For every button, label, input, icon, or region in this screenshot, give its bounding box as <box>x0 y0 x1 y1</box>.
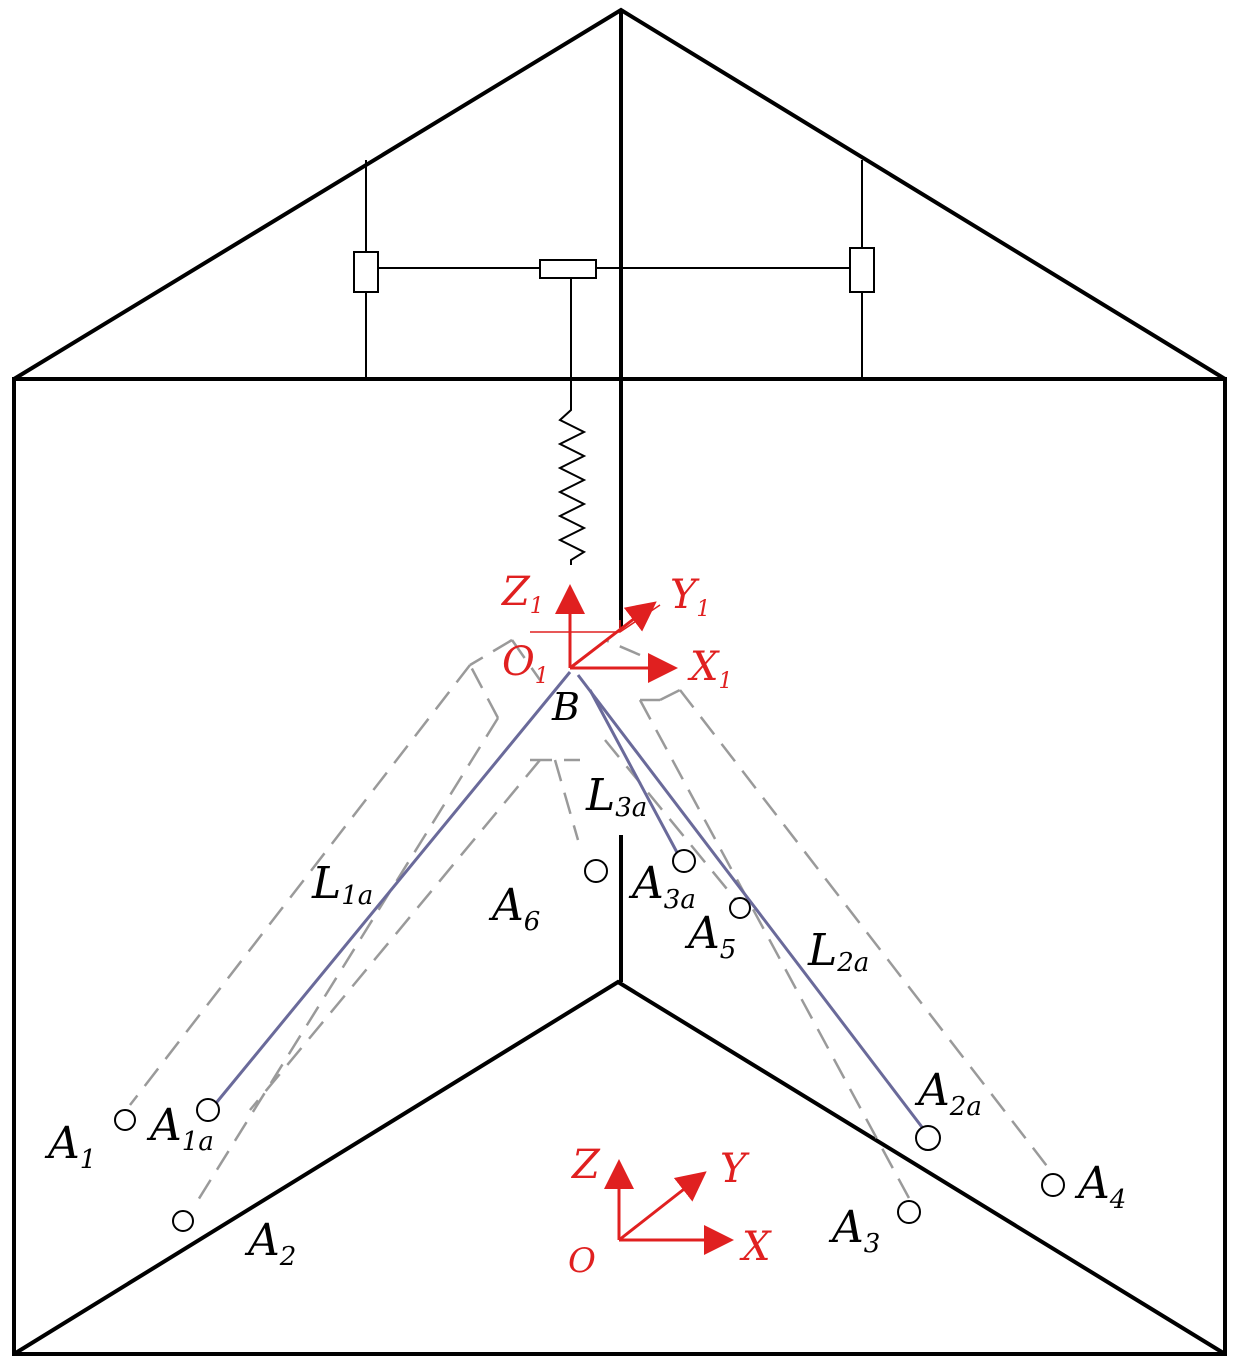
label-L3a-sub: 3a <box>615 793 647 823</box>
svg-text:X1: X1 <box>687 644 732 694</box>
label-Y: Y <box>720 1146 750 1192</box>
anchor-A2a <box>915 1125 941 1151</box>
label-A1a-sub: 1a <box>182 1127 214 1157</box>
label-L1a-sub: 1a <box>341 881 373 911</box>
center-slider <box>539 259 597 279</box>
label-X1-sub: 1 <box>718 669 732 694</box>
svg-text:A4: A4 <box>1074 1158 1126 1215</box>
label-X: X <box>739 1224 772 1270</box>
label-A1-main: A <box>44 1118 80 1169</box>
label-O1-sub: 1 <box>535 664 549 689</box>
svg-text:L2a: L2a <box>807 925 869 978</box>
svg-text:A1: A1 <box>44 1118 96 1175</box>
main-cables <box>210 671 930 1136</box>
anchor-A1 <box>114 1109 136 1131</box>
anchor-points <box>114 849 1065 1232</box>
label-Z1-sub: 1 <box>530 594 544 619</box>
label-A5-main: A <box>684 908 720 959</box>
label-A2a-main: A <box>914 1065 950 1116</box>
label-A1a-main: A <box>146 1100 182 1151</box>
anchor-A6 <box>584 859 608 883</box>
svg-text:L3a: L3a <box>585 770 647 823</box>
floor-edges <box>12 979 1227 1356</box>
label-A4-main: A <box>1074 1158 1110 1209</box>
anchor-A2 <box>172 1210 194 1232</box>
label-Y1-sub: 1 <box>696 597 710 622</box>
cable-L2a <box>576 674 930 1136</box>
label-A3-sub: 3 <box>864 1229 881 1259</box>
frame-box-lines <box>530 604 661 633</box>
y1-axis <box>569 601 657 670</box>
label-L2a-main: L <box>807 925 837 976</box>
svg-text:A3a: A3a <box>628 858 696 915</box>
label-A2-main: A <box>244 1215 280 1266</box>
label-A3-main: A <box>828 1202 864 1253</box>
anchor-A3a <box>672 849 696 873</box>
anchor-A4 <box>1041 1173 1065 1197</box>
cable-L1a <box>210 671 572 1109</box>
label-O: O <box>568 1241 596 1281</box>
svg-text:A6: A6 <box>488 880 540 937</box>
moving-frame-axes <box>530 584 678 683</box>
label-A2-sub: 2 <box>279 1242 297 1272</box>
svg-text:Y1: Y1 <box>670 572 710 622</box>
svg-text:A5: A5 <box>684 908 736 965</box>
red-labels: Z1 Y1 X1 O1 Z Y X O <box>500 569 772 1281</box>
spring <box>557 405 587 565</box>
label-Z: Z <box>570 1142 601 1188</box>
slider-mechanism <box>353 160 875 565</box>
label-L2a-sub: 2a <box>836 948 869 978</box>
label-L1a-main: L <box>311 858 341 909</box>
label-O1-main: O <box>502 639 535 685</box>
label-A3a-sub: 3a <box>664 885 696 915</box>
label-A4-sub: 4 <box>1109 1185 1127 1215</box>
svg-text:A3: A3 <box>828 1202 880 1259</box>
y-axis <box>618 1171 707 1242</box>
fixed-frame-axes <box>604 1159 734 1255</box>
svg-text:A2a: A2a <box>914 1065 982 1122</box>
svg-text:L1a: L1a <box>311 858 373 911</box>
svg-text:Z1: Z1 <box>500 569 544 619</box>
dashed-cables <box>129 638 1051 1206</box>
label-L3a-main: L <box>585 770 615 821</box>
label-B: B <box>551 685 580 729</box>
svg-text:O1: O1 <box>502 639 549 689</box>
label-A6-sub: 6 <box>524 907 541 937</box>
label-X1-main: X <box>687 644 720 690</box>
label-A2a-sub: 2a <box>949 1092 982 1122</box>
right-slider <box>849 247 875 293</box>
label-A6-main: A <box>488 880 524 931</box>
label-A3a-main: A <box>628 858 664 909</box>
frame <box>12 7 1227 1356</box>
label-A1-sub: 1 <box>80 1145 97 1175</box>
black-labels: A1 A1a A2 A2a A3 A3a A4 A5 A6 L1a L2a L3… <box>44 685 1126 1272</box>
label-Y1-main: Y <box>670 572 700 618</box>
anchor-A1a <box>196 1098 220 1122</box>
anchor-A5 <box>729 897 751 919</box>
cable-L3a <box>588 689 682 859</box>
left-slider <box>353 251 379 293</box>
label-Z1-main: Z <box>500 569 531 615</box>
svg-text:A2: A2 <box>244 1215 296 1272</box>
svg-text:A1a: A1a <box>146 1100 214 1157</box>
anchor-A3 <box>897 1200 921 1224</box>
label-A5-sub: 5 <box>720 935 737 965</box>
